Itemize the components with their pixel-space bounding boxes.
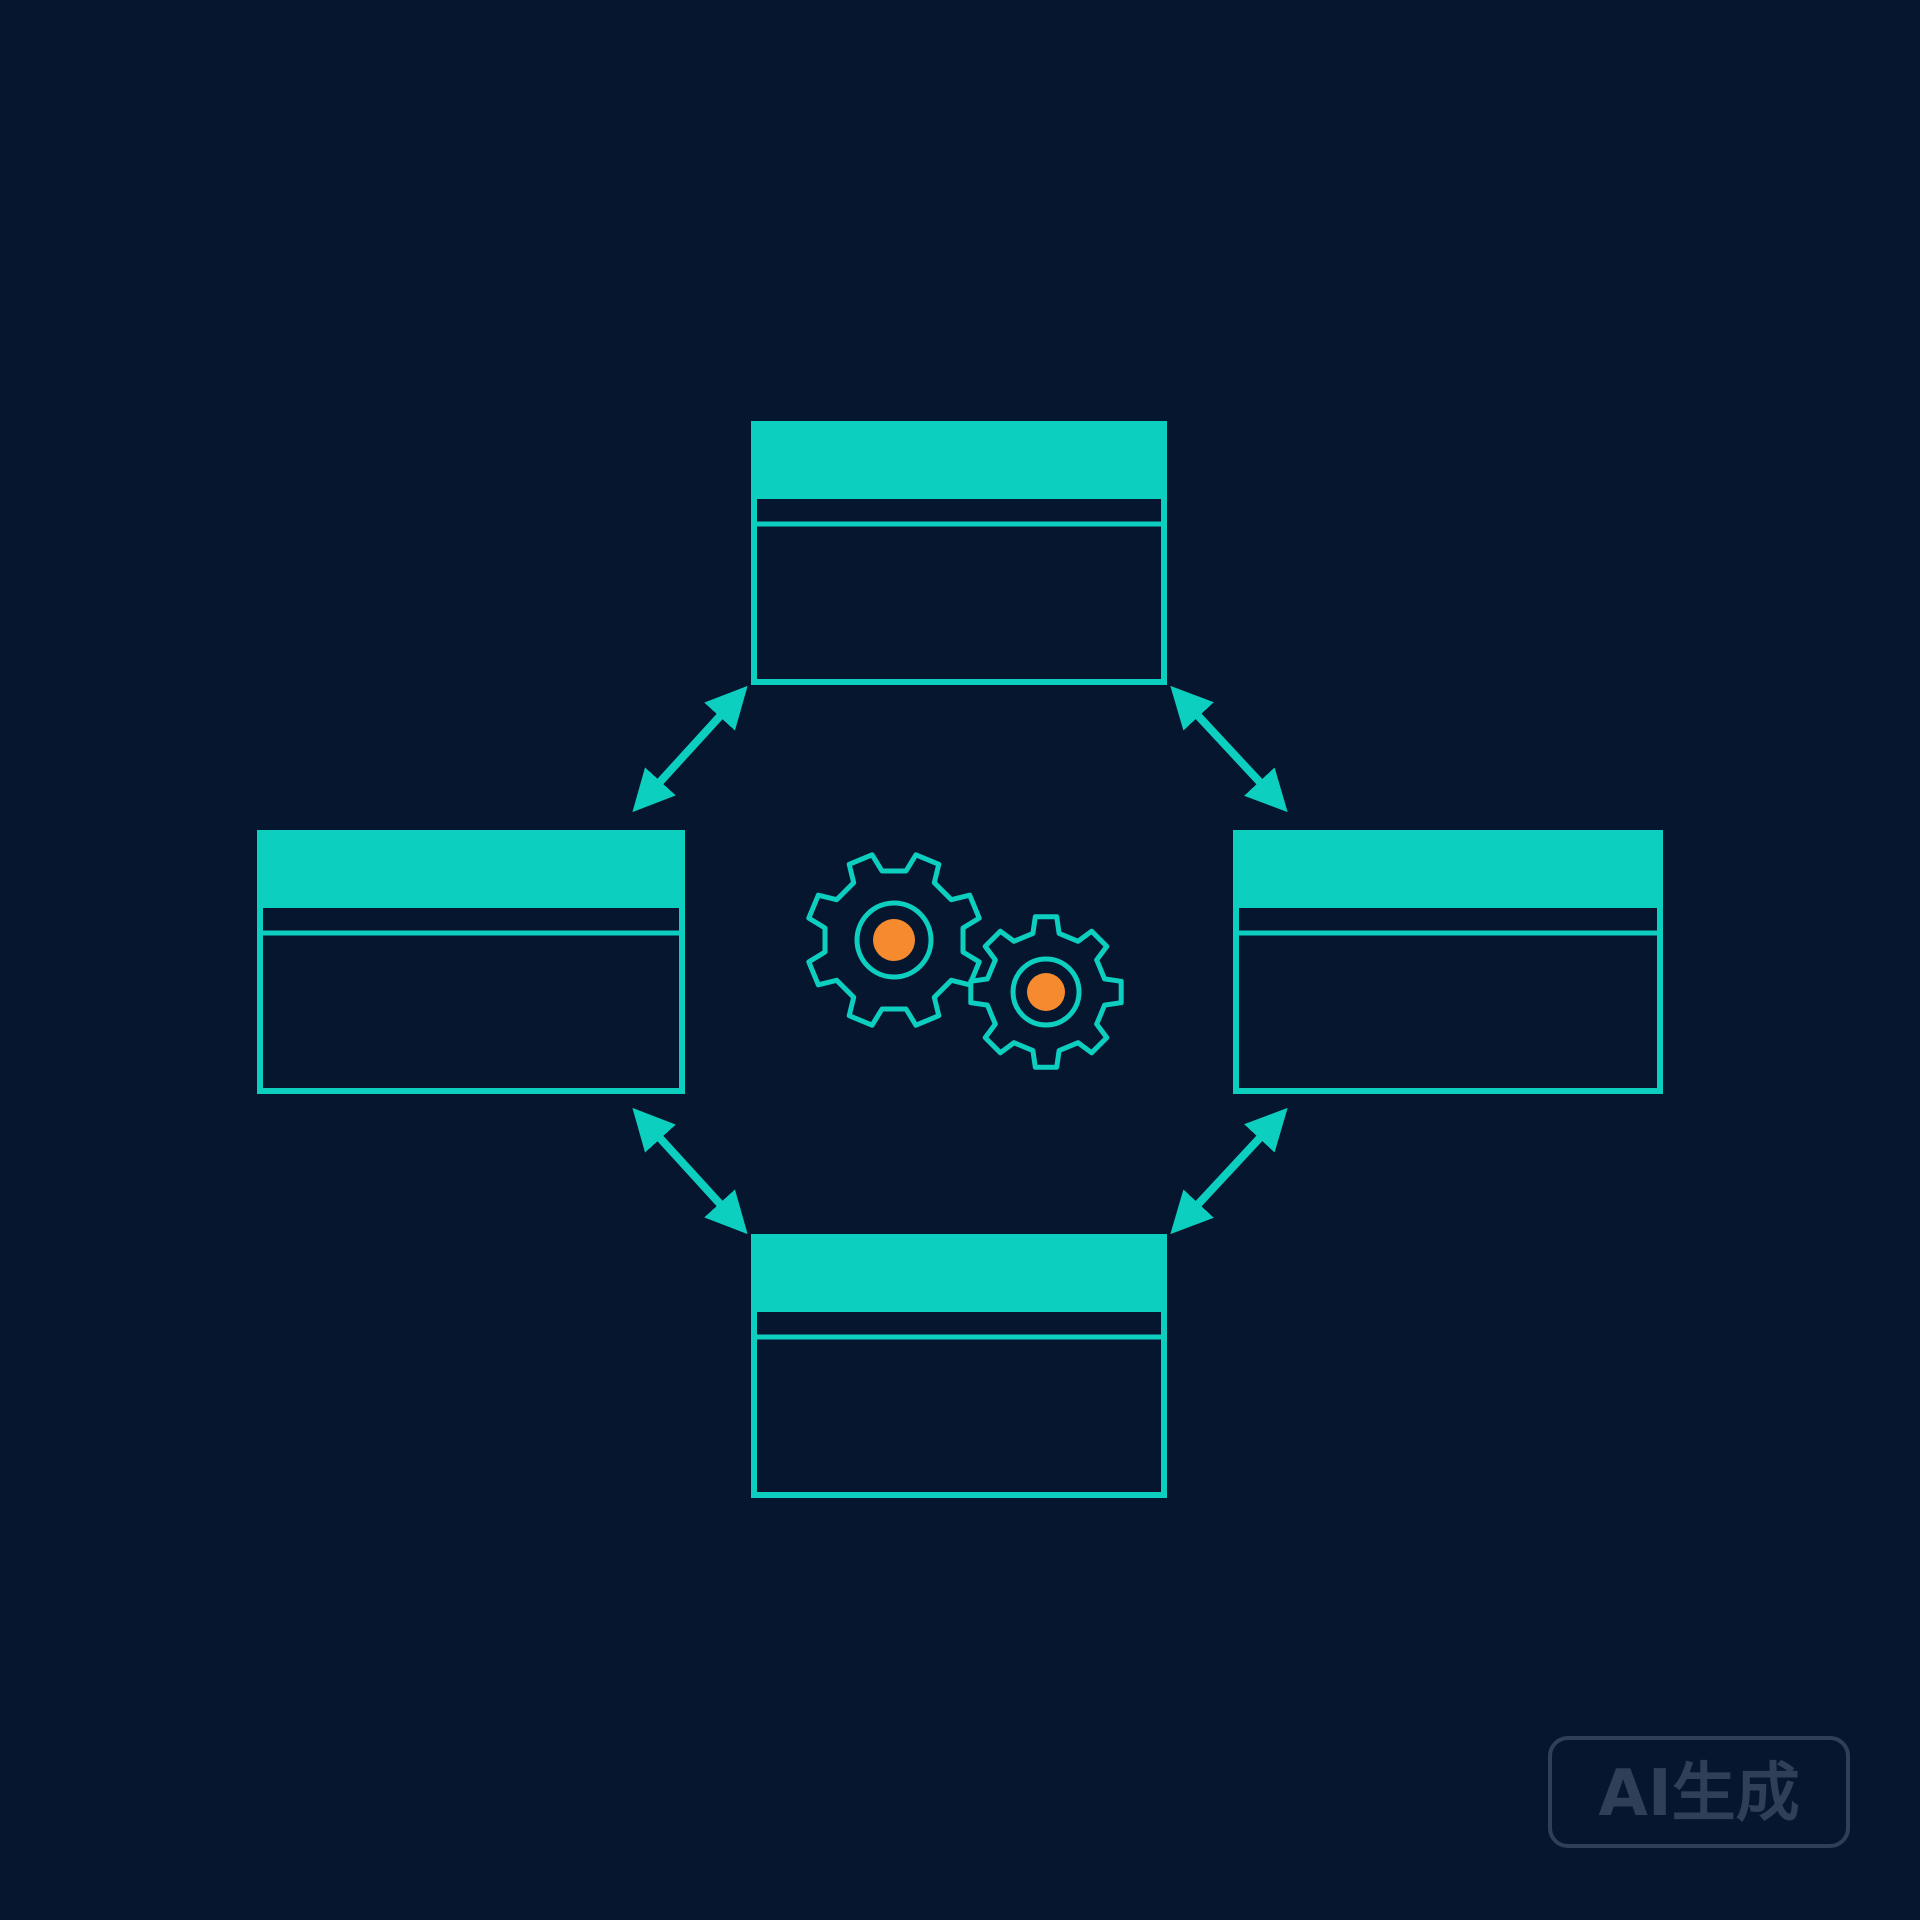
window-node-left (257, 830, 685, 1094)
window-node-right (1233, 830, 1663, 1094)
window-node-bottom (751, 1234, 1167, 1498)
arrow-top-right (1170, 685, 1288, 813)
gear-large-icon (806, 852, 982, 1028)
arrow-right-bottom (1170, 1107, 1288, 1235)
window-node-top (751, 421, 1167, 685)
ai-generated-label: AI生成 (1598, 1757, 1799, 1831)
ai-generated-badge: AI生成 (1548, 1736, 1850, 1848)
arrow-top-left (632, 685, 748, 813)
gears-icon (806, 852, 1124, 1070)
gear-small-icon (968, 914, 1124, 1070)
arrow-left-bottom (632, 1107, 748, 1235)
